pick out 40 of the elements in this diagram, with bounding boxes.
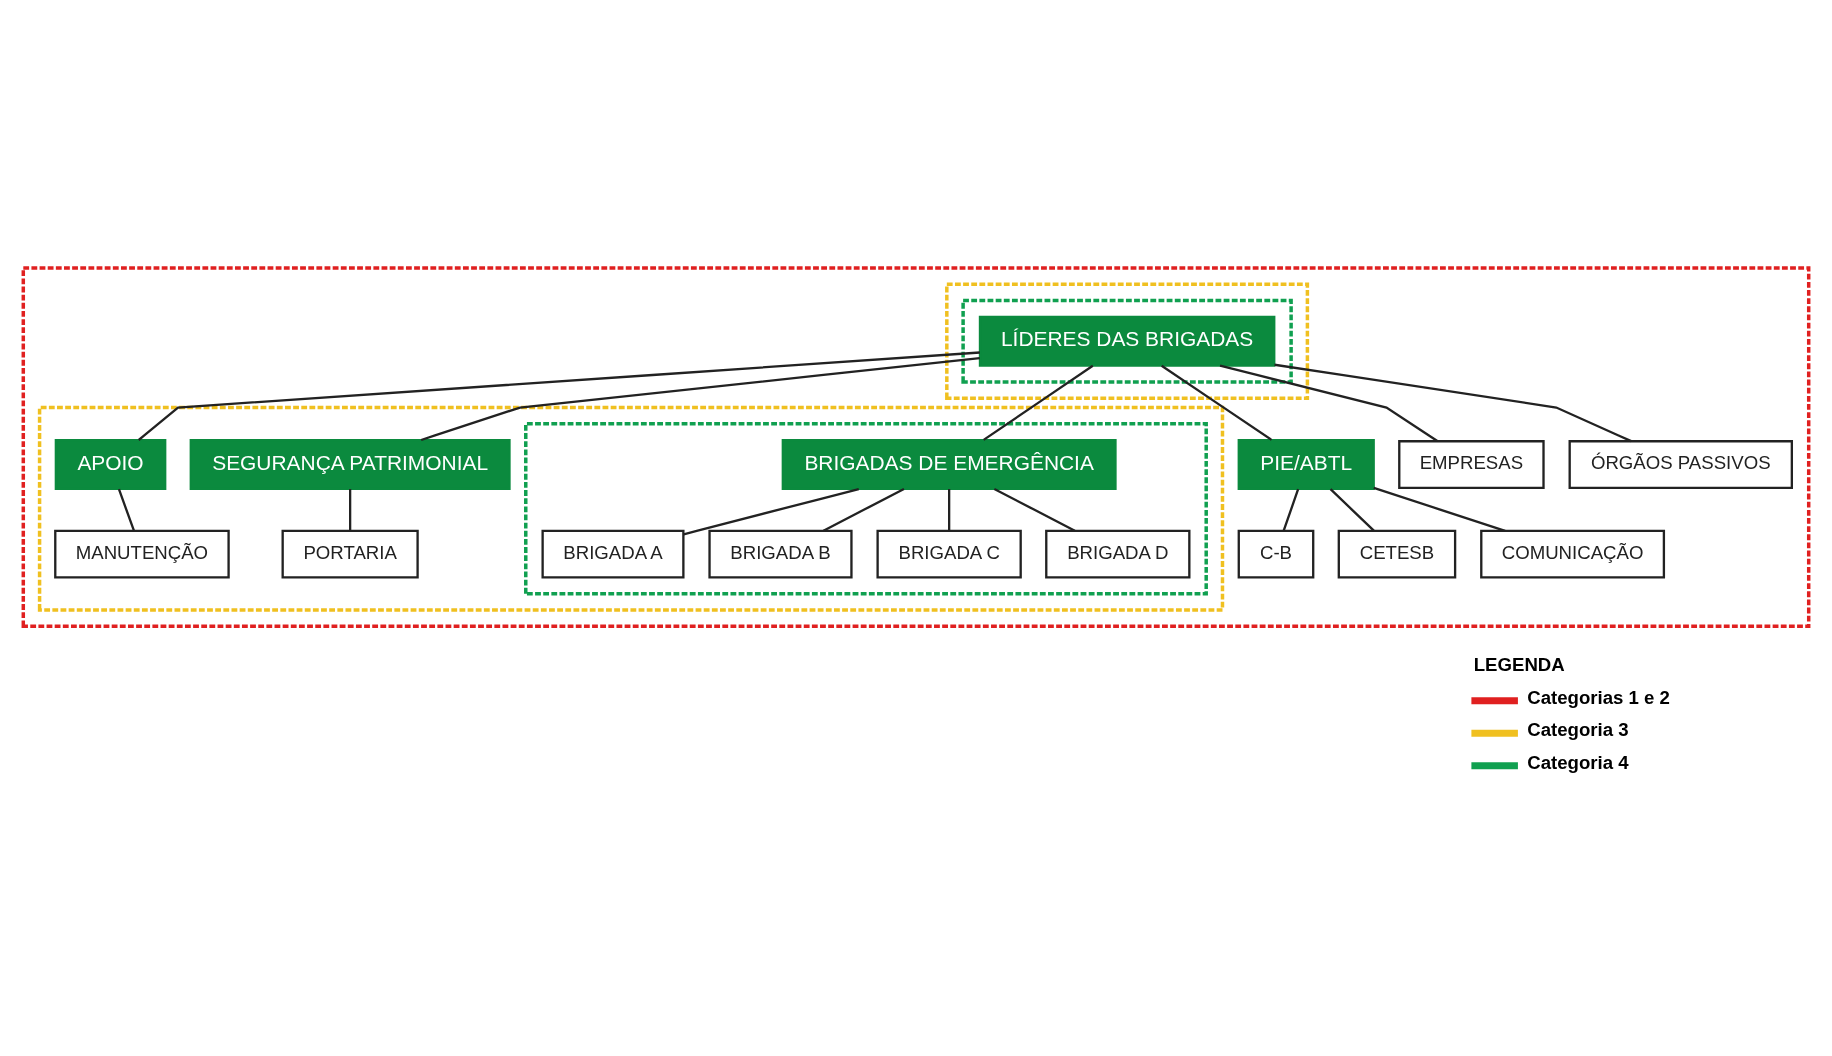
cluster bbox=[961, 298, 1293, 384]
connector bbox=[1329, 487, 1375, 532]
node-box: APOIO bbox=[54, 438, 167, 490]
node-box: EMPRESAS bbox=[1398, 439, 1545, 489]
label: LEGENDA bbox=[1473, 653, 1565, 675]
node-box: BRIGADA A bbox=[541, 529, 685, 578]
cluster bbox=[945, 282, 1310, 400]
node-box: C-B bbox=[1237, 529, 1315, 578]
connector bbox=[822, 487, 905, 532]
connector bbox=[117, 488, 136, 531]
connector bbox=[1373, 486, 1506, 532]
node-box: LÍDERES DAS BRIGADAS bbox=[978, 315, 1276, 367]
node-box: PORTARIA bbox=[281, 529, 419, 578]
node-box: BRIGADAS DE EMERGÊNCIA bbox=[781, 438, 1117, 490]
cluster bbox=[21, 265, 1811, 628]
connector bbox=[420, 356, 980, 441]
node-box: SEGURANÇA PATRIMONIAL bbox=[189, 438, 511, 490]
cluster bbox=[524, 421, 1208, 595]
connector bbox=[1161, 364, 1273, 441]
connector bbox=[1274, 363, 1632, 442]
connector bbox=[683, 487, 860, 535]
node-box: COMUNICAÇÃO bbox=[1480, 529, 1666, 578]
legend-label: Categoria 4 bbox=[1527, 751, 1629, 773]
connector bbox=[138, 350, 980, 441]
legend-label: Categoria 3 bbox=[1527, 718, 1629, 740]
node-box: BRIGADA C bbox=[876, 529, 1022, 578]
connector bbox=[1219, 364, 1438, 442]
connector bbox=[348, 488, 352, 531]
node-box: MANUTENÇÃO bbox=[54, 529, 230, 578]
node-box: PIE/ABTL bbox=[1237, 438, 1375, 490]
node-box: CETESB bbox=[1337, 529, 1457, 578]
node-box: BRIGADA B bbox=[708, 529, 853, 578]
cluster bbox=[37, 405, 1225, 612]
legend-label: Categorias 1 e 2 bbox=[1527, 686, 1670, 708]
connector bbox=[948, 488, 951, 531]
connector bbox=[993, 487, 1076, 532]
node-box: BRIGADA D bbox=[1045, 529, 1191, 578]
connector bbox=[1282, 488, 1300, 531]
connector bbox=[983, 364, 1094, 441]
node-box: ÓRGÃOS PASSIVOS bbox=[1568, 439, 1793, 489]
